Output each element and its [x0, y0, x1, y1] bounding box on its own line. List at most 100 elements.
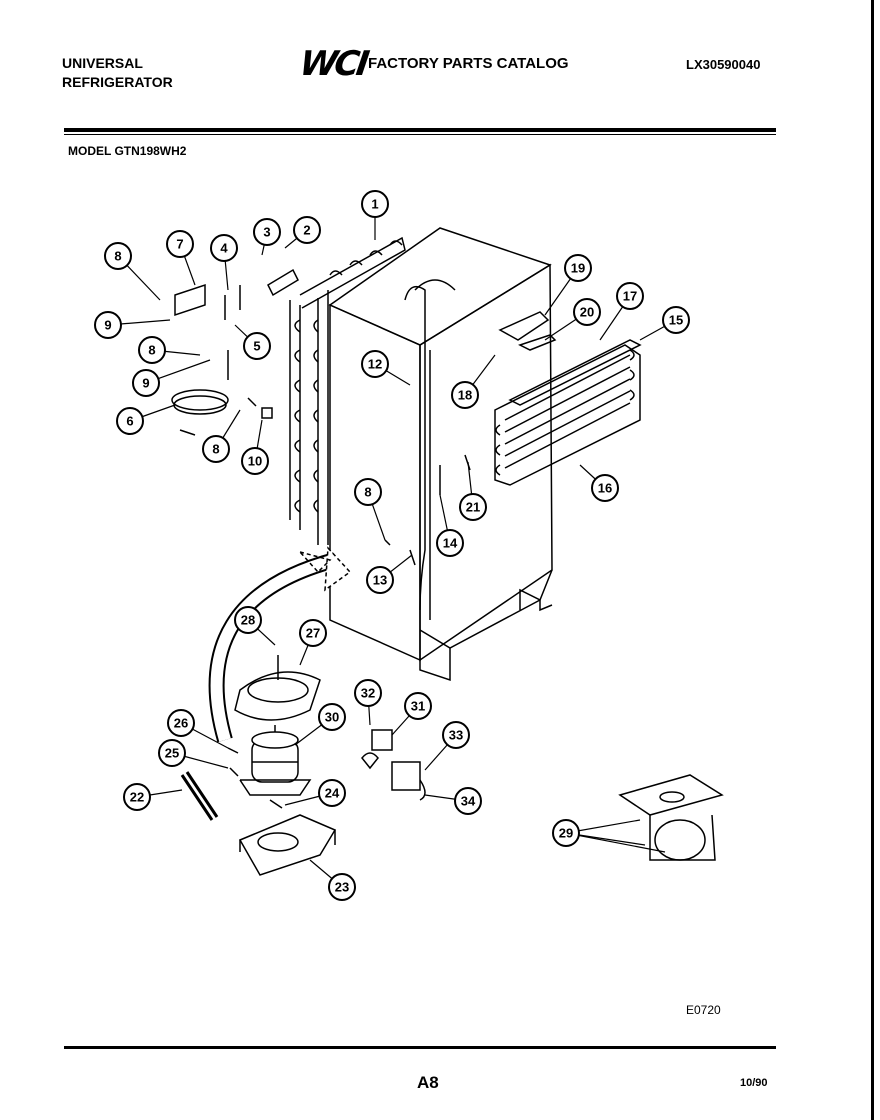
compressor-bracket-drawing — [618, 774, 724, 861]
callout-number: 19 — [571, 261, 585, 276]
callout-number: 1 — [371, 197, 378, 212]
callout-number: 32 — [361, 686, 375, 701]
callout-circle — [94, 311, 122, 339]
drier-drawing — [180, 771, 219, 821]
callout-19: 19 — [564, 254, 592, 282]
callout-circle — [158, 739, 186, 767]
callout-number: 8 — [364, 485, 371, 500]
callout-circle — [591, 474, 619, 502]
callout-8: 8 — [104, 242, 132, 270]
callout-circle — [167, 709, 195, 737]
callout-number: 8 — [148, 343, 155, 358]
callout-number: 8 — [212, 442, 219, 457]
callout-number: 7 — [176, 237, 183, 252]
callout-2: 2 — [293, 216, 321, 244]
callout-number: 30 — [325, 710, 339, 725]
callout-8: 8 — [354, 478, 382, 506]
callout-1: 1 — [361, 190, 389, 218]
cabinet-drawing — [289, 227, 553, 682]
callout-26: 26 — [167, 709, 195, 737]
callout-circle — [166, 230, 194, 258]
callout-31: 31 — [404, 692, 432, 720]
callout-number: 13 — [373, 573, 387, 588]
callout-circle — [132, 369, 160, 397]
callout-number: 6 — [126, 414, 133, 429]
callout-27: 27 — [299, 619, 327, 647]
flow-arrow-drawing — [208, 546, 352, 743]
callout-number: 15 — [669, 313, 683, 328]
callout-number: 24 — [325, 786, 340, 801]
callout-number: 10 — [248, 454, 262, 469]
callout-circle — [123, 783, 151, 811]
callout-number: 17 — [623, 289, 637, 304]
callout-circle — [138, 336, 166, 364]
callout-circle — [299, 619, 327, 647]
callout-circle — [202, 435, 230, 463]
callout-22: 22 — [123, 783, 151, 811]
drain-pan-drawing — [234, 655, 321, 721]
callout-21: 21 — [459, 493, 487, 521]
callout-number: 16 — [598, 481, 612, 496]
callout-circle — [573, 298, 601, 326]
callout-number: 3 — [263, 225, 270, 240]
callout-circle — [328, 873, 356, 901]
callout-circle — [116, 407, 144, 435]
callout-number: 23 — [335, 880, 349, 895]
callout-29: 29 — [552, 819, 580, 847]
page-number: A8 — [417, 1073, 439, 1092]
callout-34: 34 — [454, 787, 482, 815]
callout-23: 23 — [328, 873, 356, 901]
callout-circle — [104, 242, 132, 270]
model-number: MODEL GTN198WH2 — [68, 144, 187, 158]
callout-15: 15 — [662, 306, 690, 334]
callout-number: 34 — [461, 794, 476, 809]
callout-5: 5 — [243, 332, 271, 360]
callout-9: 9 — [94, 311, 122, 339]
callout-16: 16 — [591, 474, 619, 502]
footer-rule — [64, 1046, 776, 1049]
header-rule-thin — [64, 134, 776, 135]
sensor-drawing — [439, 454, 471, 495]
relay-drawing — [371, 729, 393, 751]
callout-circle — [253, 218, 281, 246]
callout-12: 12 — [361, 350, 389, 378]
callout-number: 20 — [580, 305, 594, 320]
callout-circle — [361, 190, 389, 218]
callout-circle — [354, 679, 382, 707]
overload-drawing — [361, 752, 379, 770]
callout-circle — [241, 447, 269, 475]
callout-18: 18 — [451, 381, 479, 409]
document-number: LX30590040 — [686, 57, 761, 72]
callout-number: 9 — [142, 376, 149, 391]
callout-number: 28 — [241, 613, 255, 628]
callout-30: 30 — [318, 703, 346, 731]
callout-number: 27 — [306, 626, 320, 641]
callout-number: 31 — [411, 699, 425, 714]
figure-code: E0720 — [686, 1003, 721, 1017]
callout-circle — [459, 493, 487, 521]
leader-line — [565, 832, 666, 853]
callout-number: 33 — [449, 728, 463, 743]
callout-number: 26 — [174, 716, 188, 731]
callout-circle — [616, 282, 644, 310]
callout-circle — [354, 478, 382, 506]
callout-25: 25 — [158, 739, 186, 767]
callout-number: 2 — [303, 223, 310, 238]
bracket-drawing — [498, 311, 557, 351]
evaporator-drawing — [494, 339, 642, 486]
callout-circle — [293, 216, 321, 244]
brand-line-2: REFRIGERATOR — [62, 74, 173, 90]
callout-circle — [552, 819, 580, 847]
base-bracket-drawing — [238, 814, 337, 876]
callout-number: 25 — [165, 746, 179, 761]
callout-circle — [454, 787, 482, 815]
compressor-drawing — [239, 725, 312, 796]
brand-line-1: UNIVERSAL — [62, 55, 143, 71]
callout-33: 33 — [442, 721, 470, 749]
callout-circle — [366, 566, 394, 594]
callout-6: 6 — [116, 407, 144, 435]
callout-number: 14 — [443, 536, 458, 551]
callout-17: 17 — [616, 282, 644, 310]
hardware-drawing — [174, 268, 416, 809]
